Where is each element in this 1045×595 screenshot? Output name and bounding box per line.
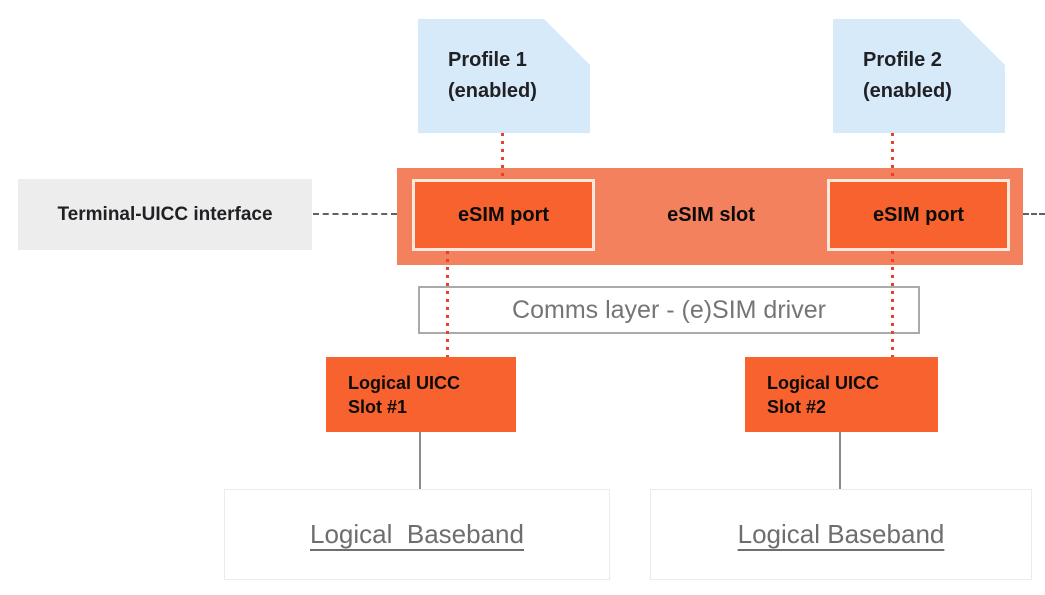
logical-baseband-1-box: Logical Baseband bbox=[224, 489, 610, 580]
profile-2-name: Profile 2 bbox=[863, 49, 942, 71]
terminal-uicc-interface-label: Terminal-UICC interface bbox=[57, 203, 273, 225]
terminal-interface-dashed-connector-right bbox=[1023, 213, 1045, 215]
esim-slot-label: eSIM slot bbox=[667, 203, 755, 226]
profile-1-name: Profile 1 bbox=[448, 49, 527, 71]
comms-layer-box: Comms layer - (e)SIM driver bbox=[418, 286, 920, 334]
logical-uicc-slot-1-box: Logical UICC Slot #1 bbox=[326, 357, 516, 432]
esim-port-2-label: eSIM port bbox=[872, 203, 965, 226]
profile-1-card: Profile 1 (enabled) bbox=[418, 19, 590, 133]
profile2-to-port2-dotted-connector bbox=[891, 133, 894, 181]
uicc1-to-baseband1-connector bbox=[419, 432, 421, 489]
esim-port-1-label: eSIM port bbox=[457, 203, 550, 226]
esim-port-2: eSIM port bbox=[827, 179, 1010, 251]
logical-baseband-2-label: Logical Baseband bbox=[737, 519, 945, 549]
comms-layer-label: Comms layer - (e)SIM driver bbox=[512, 295, 826, 324]
uicc-1-line2: Slot #1 bbox=[348, 396, 408, 417]
terminal-uicc-interface-box: Terminal-UICC interface bbox=[18, 179, 312, 250]
logical-baseband-2-box: Logical Baseband bbox=[650, 489, 1032, 580]
logical-baseband-1-label: Logical Baseband bbox=[310, 519, 524, 549]
profile-2-card: Profile 2 (enabled) bbox=[833, 19, 1005, 133]
port2-to-uicc2-dotted-connector bbox=[891, 251, 894, 357]
terminal-interface-dashed-connector-left bbox=[313, 213, 397, 215]
uicc-2-line1: Logical UICC bbox=[767, 372, 880, 393]
profile1-to-port1-dotted-connector bbox=[501, 133, 504, 181]
esim-port-1: eSIM port bbox=[412, 179, 595, 251]
profile-2-status: (enabled) bbox=[863, 80, 952, 102]
uicc-1-line1: Logical UICC bbox=[348, 372, 461, 393]
profile-1-status: (enabled) bbox=[448, 80, 537, 102]
logical-uicc-slot-2-box: Logical UICC Slot #2 bbox=[745, 357, 938, 432]
uicc-2-line2: Slot #2 bbox=[767, 396, 827, 417]
uicc2-to-baseband2-connector bbox=[839, 432, 841, 489]
port1-to-uicc1-dotted-connector bbox=[446, 251, 449, 357]
